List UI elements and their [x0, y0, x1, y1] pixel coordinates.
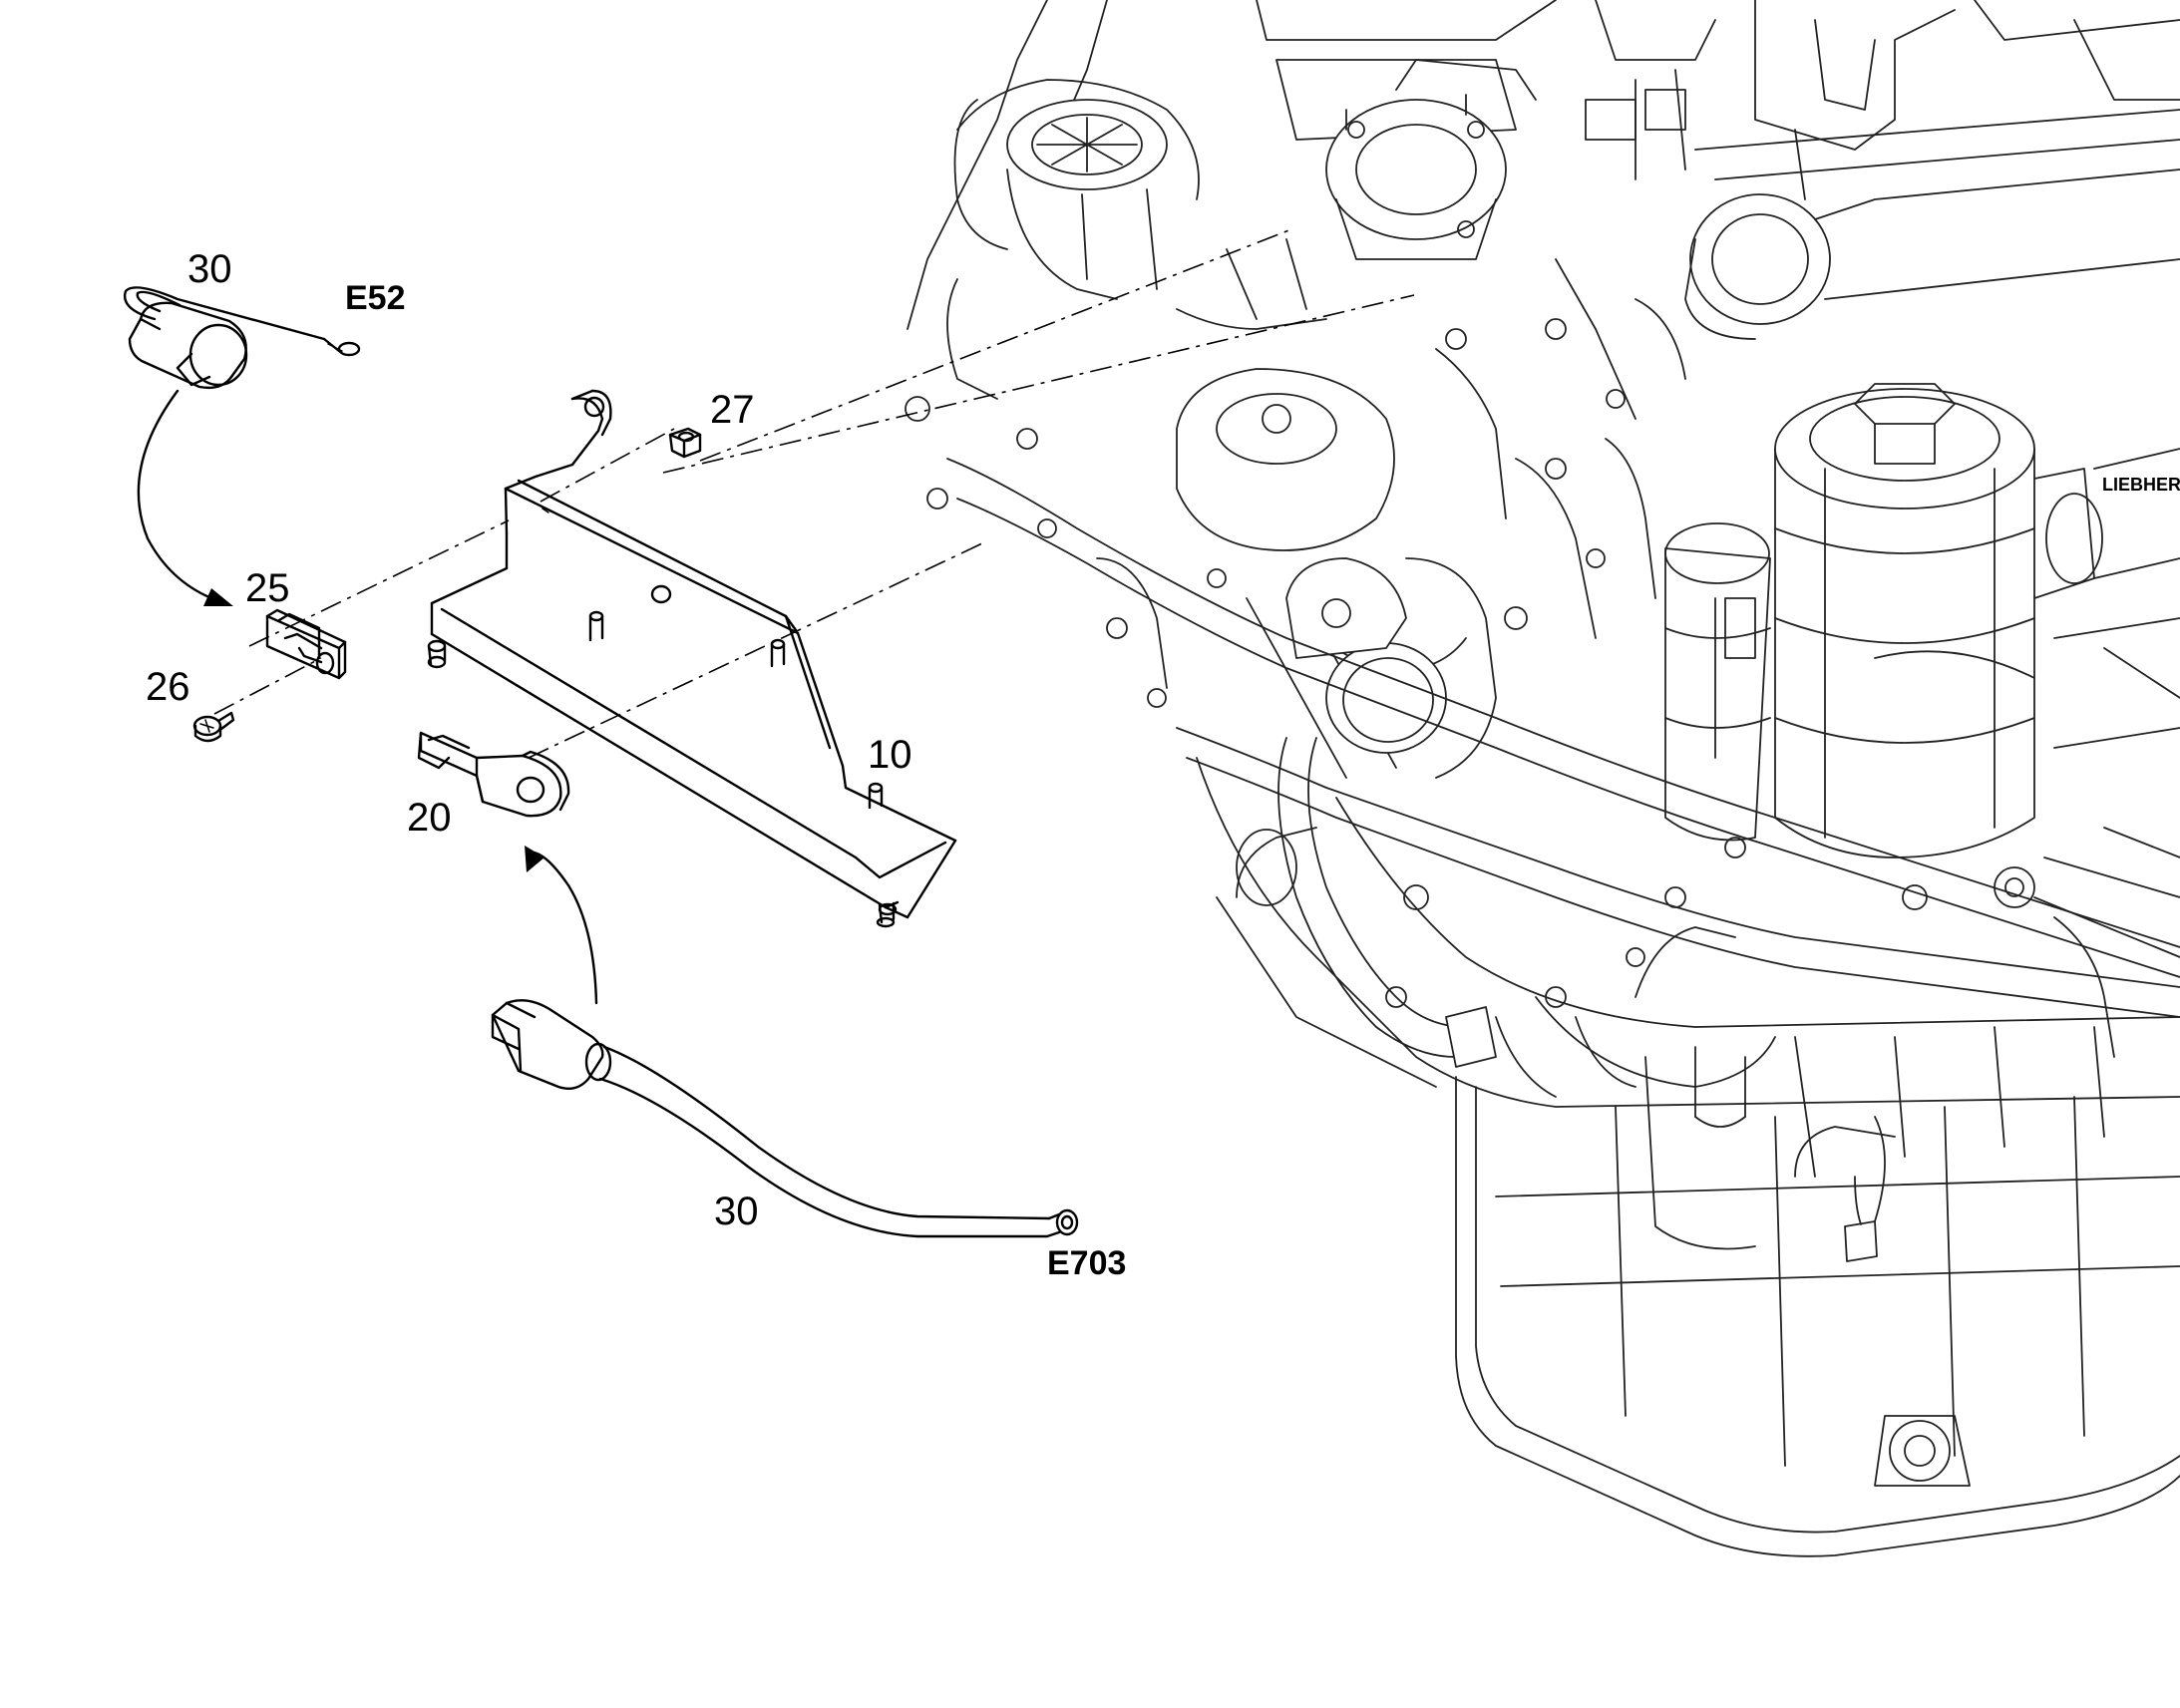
- engine-fittings: [905, 238, 2035, 1262]
- callout-26: 26: [146, 665, 190, 709]
- callout-e52: E52: [345, 279, 406, 317]
- arrow-head-icon: [525, 846, 545, 872]
- callout-25: 25: [245, 566, 290, 610]
- part-10-bracket: [427, 389, 957, 928]
- oil-filter: LIEBHERR: [1774, 383, 2180, 958]
- assembly-centerlines: [213, 228, 1415, 759]
- assembly-arrows: [137, 389, 598, 1005]
- callout-27: 27: [710, 388, 755, 432]
- arrow-head-icon: [203, 588, 233, 606]
- fuel-filter: [1664, 522, 1771, 842]
- callout-20: 20: [407, 796, 452, 840]
- callout-30-upper: 30: [187, 247, 232, 291]
- callout-labels: 30 E52 27 25 26 10 20 30 E703: [146, 247, 1126, 1282]
- callout-e703: E703: [1047, 1244, 1126, 1282]
- intake-pipe: [953, 79, 1200, 300]
- part-30-lower-cable: [491, 999, 1079, 1238]
- oil-sump: [1455, 1076, 2180, 1557]
- exhaust-flange: [1684, 169, 2180, 340]
- arrow-lower-curve: [531, 851, 598, 1005]
- part-20-bracket: [417, 731, 570, 818]
- arrow-upper-curve: [137, 389, 213, 600]
- callout-30-lower: 30: [714, 1190, 759, 1233]
- coolant-pipes: [946, 458, 2180, 1058]
- part-30-upper-cable: [123, 286, 361, 390]
- part-27-nut: [668, 427, 702, 459]
- part-25-clip: [265, 608, 347, 680]
- engine-assembly: LIEBHERR: [905, 0, 2180, 1557]
- engine-badge: LIEBHERR: [2102, 475, 2180, 495]
- part-26-screw: [192, 711, 235, 743]
- top-flange: [1325, 94, 1507, 260]
- turbo-assembly: [1176, 368, 1497, 779]
- callout-10: 10: [868, 733, 912, 777]
